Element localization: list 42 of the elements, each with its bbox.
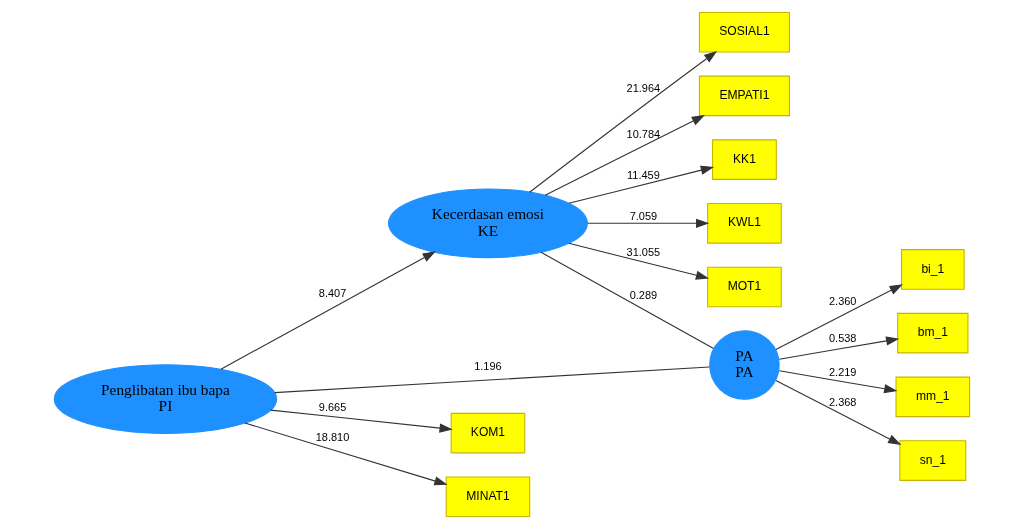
arrow: [778, 370, 897, 394]
edge-label: 0.289: [629, 289, 657, 302]
node-box: sn_1: [898, 440, 966, 481]
arrow: [528, 51, 717, 193]
edge-label: 18.810: [315, 430, 349, 443]
edge-label: 9.665: [318, 401, 346, 414]
node-circle: PA PA: [708, 330, 780, 400]
node-box: bi_1: [900, 249, 965, 290]
edge-label: 11.459: [626, 169, 660, 182]
edge-label: 2.219: [828, 365, 856, 378]
arrow: [243, 422, 448, 486]
arrow: [567, 242, 709, 280]
node-box: EMPATI1: [698, 75, 790, 117]
edge-label: 8.407: [318, 286, 346, 299]
node-box: SOSIAL1: [698, 11, 790, 53]
node-box: MOT1: [706, 266, 782, 308]
arrow: [586, 218, 709, 228]
arrow: [774, 284, 903, 350]
node-ellipse: Kecerdasan emosi KE: [387, 188, 588, 259]
node-box: KK1: [711, 139, 777, 180]
edge-label: 2.368: [828, 395, 856, 408]
arrow: [778, 336, 899, 360]
node-box: bm_1: [896, 312, 968, 354]
arrow: [774, 380, 901, 445]
edge-label: 7.059: [629, 210, 657, 223]
connector: [273, 366, 710, 394]
edge-label: 10.784: [626, 127, 660, 140]
edge-label: 31.055: [626, 246, 660, 259]
edge-label: 21.964: [626, 81, 660, 94]
arrow: [269, 409, 453, 433]
arrow: [219, 251, 436, 370]
edge-label: 2.360: [828, 294, 856, 307]
node-box: KWL1: [706, 203, 782, 244]
arrow: [567, 165, 714, 204]
node-ellipse: Penglibatan ibu bapa PI: [53, 364, 277, 434]
node-box: mm_1: [894, 376, 970, 418]
connector: [540, 251, 714, 349]
edge-label: 1.196: [473, 360, 502, 373]
edge-label: 0.538: [828, 331, 856, 344]
node-box: MINAT1: [445, 476, 530, 518]
node-box: KOM1: [450, 412, 525, 454]
arrow: [544, 115, 705, 196]
